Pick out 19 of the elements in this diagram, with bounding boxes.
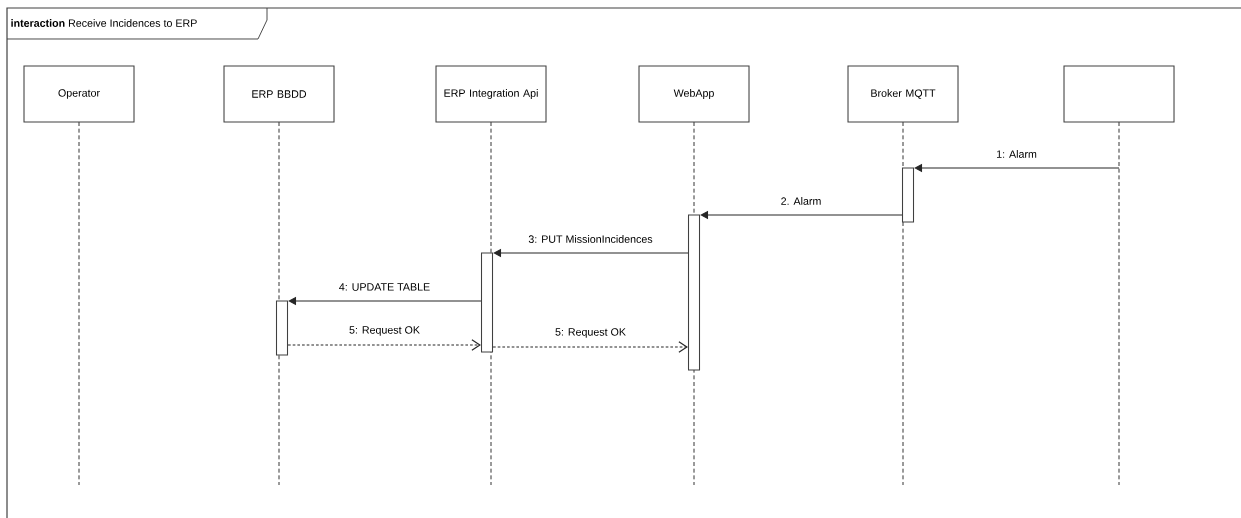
activation-bar bbox=[687, 214, 701, 371]
message-label: 5: Request OK bbox=[347, 324, 422, 338]
participant-box: ERP Integration Api bbox=[435, 65, 547, 123]
message-arrow bbox=[492, 341, 688, 353]
frame-title: interaction Receive Incidences to ERP bbox=[11, 19, 197, 27]
participant-box: Broker MQTT bbox=[847, 65, 959, 123]
activation-bar bbox=[275, 300, 289, 356]
participant-box bbox=[1063, 65, 1175, 123]
activation-bar bbox=[901, 167, 915, 223]
message-label: 2. Alarm bbox=[779, 195, 823, 207]
message-label: 5: Request OK bbox=[553, 326, 628, 340]
message-arrow bbox=[287, 339, 481, 351]
participant-box: ERP BBDD bbox=[223, 65, 335, 123]
message-label: 3: PUT MissionIncidences bbox=[527, 233, 654, 245]
message-label: 4: UPDATE TABLE bbox=[337, 281, 432, 293]
message-label: 1: Alarm bbox=[994, 148, 1039, 160]
participant-box: WebApp bbox=[638, 65, 750, 123]
participant-box: Operator bbox=[23, 65, 135, 123]
activation-bar bbox=[480, 252, 494, 353]
